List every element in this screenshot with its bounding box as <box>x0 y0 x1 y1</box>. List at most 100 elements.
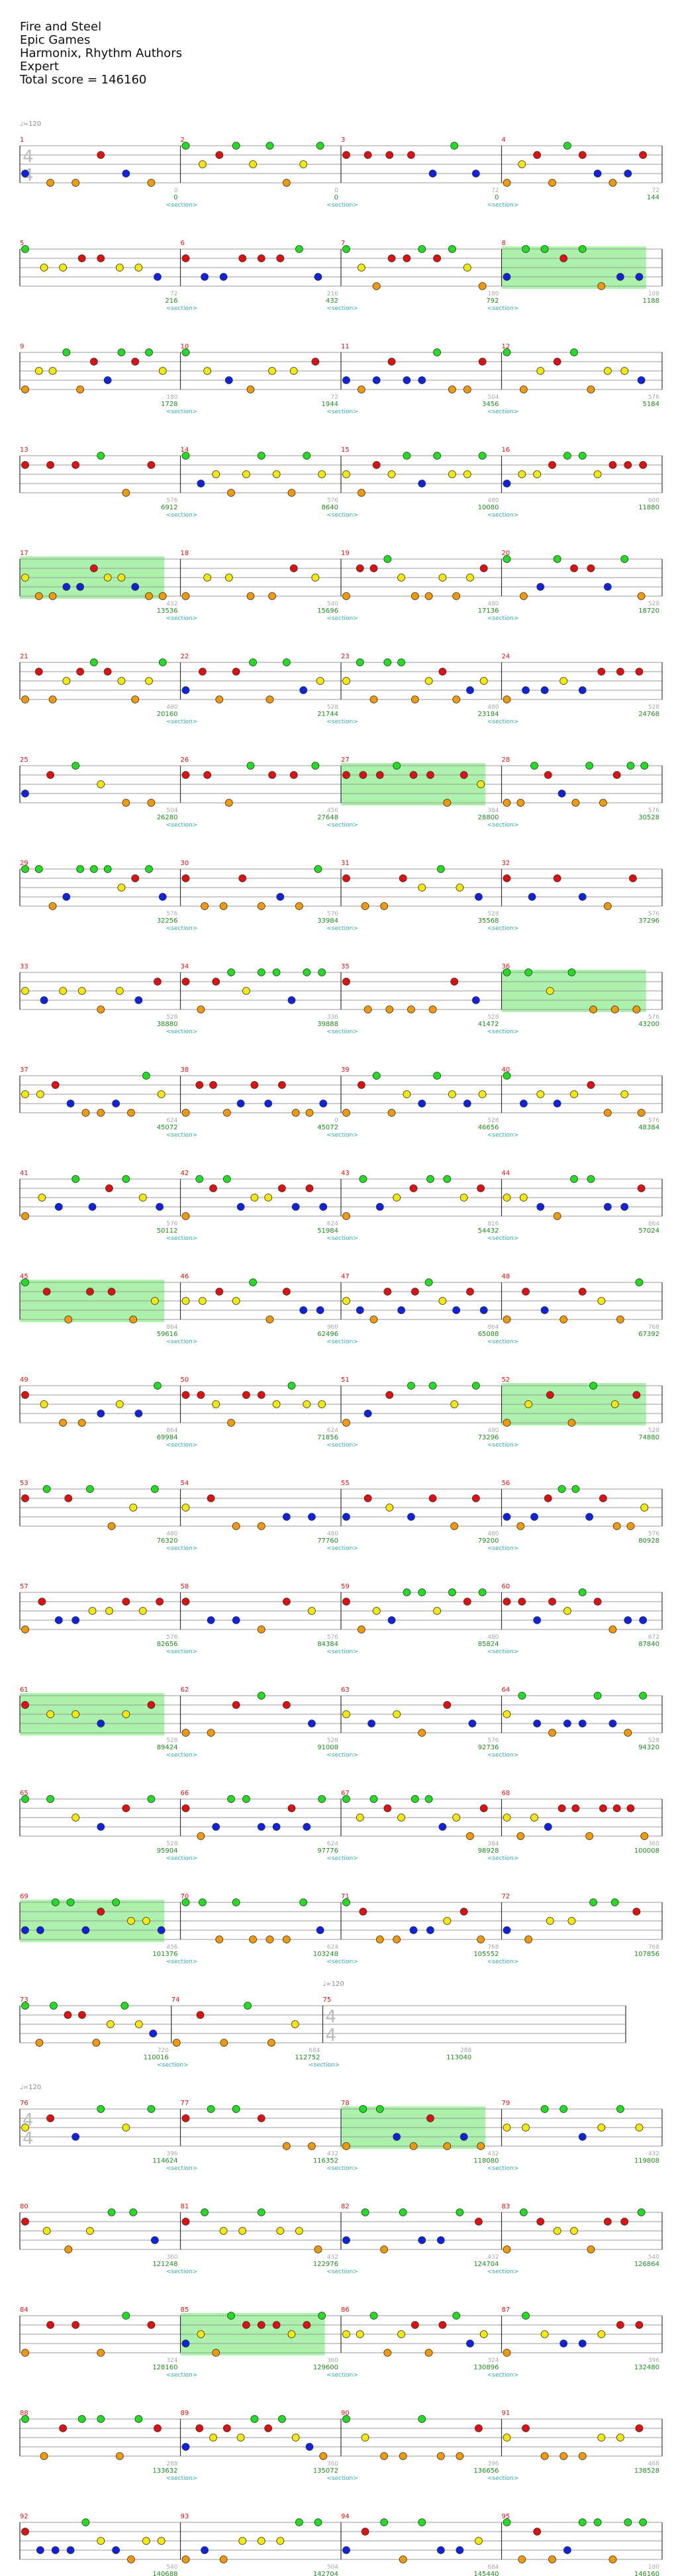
note-gem <box>89 358 98 366</box>
note-gem <box>559 254 568 262</box>
note-gem <box>536 2218 545 2226</box>
note-gem <box>115 264 124 272</box>
note-gem <box>305 1184 314 1192</box>
note-gem <box>266 1935 274 1943</box>
note-gem <box>209 2434 217 2442</box>
note-gem <box>129 1504 138 1512</box>
note-gem <box>122 489 130 497</box>
note-gem <box>372 461 381 469</box>
measure-count: 0 <box>174 187 178 194</box>
measure-number: 1 <box>20 136 24 144</box>
note-gem <box>238 2227 247 2235</box>
section-label: <section> <box>326 1339 358 1345</box>
note-gem <box>105 1184 113 1192</box>
measure-score: 82656 <box>157 1641 178 1648</box>
measure-count: 504 <box>166 807 177 814</box>
note-gem <box>438 2321 447 2329</box>
note-gem <box>466 686 474 694</box>
section-label: <section> <box>166 719 198 725</box>
note-gem <box>77 254 86 262</box>
measure-count: 576 <box>327 1634 338 1641</box>
measure-number: 60 <box>502 1583 510 1590</box>
note-gem <box>103 574 112 582</box>
note-gem <box>471 1382 480 1390</box>
measure-number: 90 <box>341 2410 350 2417</box>
measure-count: 768 <box>648 1324 659 1331</box>
note-gem <box>342 771 350 779</box>
note-gem <box>46 461 54 469</box>
note-gem <box>147 1701 156 1709</box>
measure-score: 50112 <box>157 1227 178 1235</box>
measure-score: 18720 <box>638 607 659 615</box>
note-gem <box>387 358 396 366</box>
measure-number: 65 <box>20 1790 28 1797</box>
note-gem <box>147 461 156 469</box>
measure-count: 108 <box>648 291 659 297</box>
note-gem <box>319 2452 328 2460</box>
note-gem <box>477 1935 485 1943</box>
note-gem <box>195 2424 204 2432</box>
measure-score: 126864 <box>634 2261 659 2268</box>
measure-score: 114624 <box>152 2157 177 2165</box>
note-gem <box>157 1090 166 1098</box>
note-gem <box>471 996 480 1004</box>
measure-score: 1188 <box>643 297 659 305</box>
note-gem <box>616 2321 624 2329</box>
section-label: <section> <box>166 1339 198 1345</box>
measure-score: 43200 <box>638 1021 659 1028</box>
note-gem <box>503 480 511 488</box>
note-gem <box>122 1598 130 1606</box>
measure-count: 396 <box>487 2461 499 2467</box>
note-gem <box>603 1109 612 1117</box>
note-gem <box>181 1212 190 1220</box>
measure-number: 86 <box>341 2306 350 2314</box>
note-gem <box>156 1203 164 1211</box>
note-gem <box>452 592 461 600</box>
measure-score: 144 <box>647 194 659 201</box>
note-gem <box>21 1625 29 1633</box>
measure-number: 57 <box>20 1583 28 1590</box>
note-gem <box>76 583 84 591</box>
measure-count: 480 <box>487 1427 499 1434</box>
note-gem <box>418 2236 426 2244</box>
note-gem <box>399 2555 407 2563</box>
measure-number: 82 <box>341 2203 350 2210</box>
note-gem <box>97 151 105 159</box>
note-gem <box>587 564 595 572</box>
measure-number: 55 <box>341 1480 350 1487</box>
note-gem <box>399 2208 407 2216</box>
measure-score: 792 <box>486 297 499 305</box>
note-gem <box>51 2546 60 2554</box>
note-gem <box>282 1288 291 1296</box>
note-gem <box>372 1072 381 1080</box>
measure-score: 62496 <box>317 1331 338 1338</box>
note-gem <box>503 874 511 882</box>
note-gem <box>158 893 167 901</box>
measure-number: 66 <box>181 1790 189 1797</box>
note-gem <box>503 1598 511 1606</box>
note-gem <box>616 2105 624 2113</box>
note-gem <box>287 1382 296 1390</box>
section-label: <section> <box>326 1855 358 1862</box>
measure-count: 480 <box>327 1531 338 1537</box>
section-label: <section> <box>487 1029 519 1035</box>
note-gem <box>249 160 257 168</box>
measure-score: 80928 <box>638 1537 659 1545</box>
measure-count: 480 <box>166 1531 177 1537</box>
measure-number: 7 <box>341 240 345 247</box>
measure-count: 540 <box>327 601 338 607</box>
measure-score: 110016 <box>144 2054 169 2061</box>
note-gem <box>522 686 530 694</box>
note-gem <box>181 2443 190 2451</box>
note-gem <box>624 170 632 178</box>
measure-count: 528 <box>487 911 499 917</box>
note-gem <box>433 452 441 460</box>
note-gem <box>227 1795 235 1803</box>
measure-count: 624 <box>327 1944 338 1951</box>
note-gem <box>76 865 84 873</box>
note-gem <box>232 1701 240 1709</box>
note-gem <box>361 2434 369 2442</box>
note-gem <box>250 2415 259 2423</box>
note-gem <box>59 987 68 995</box>
note-gem <box>21 1494 29 1502</box>
